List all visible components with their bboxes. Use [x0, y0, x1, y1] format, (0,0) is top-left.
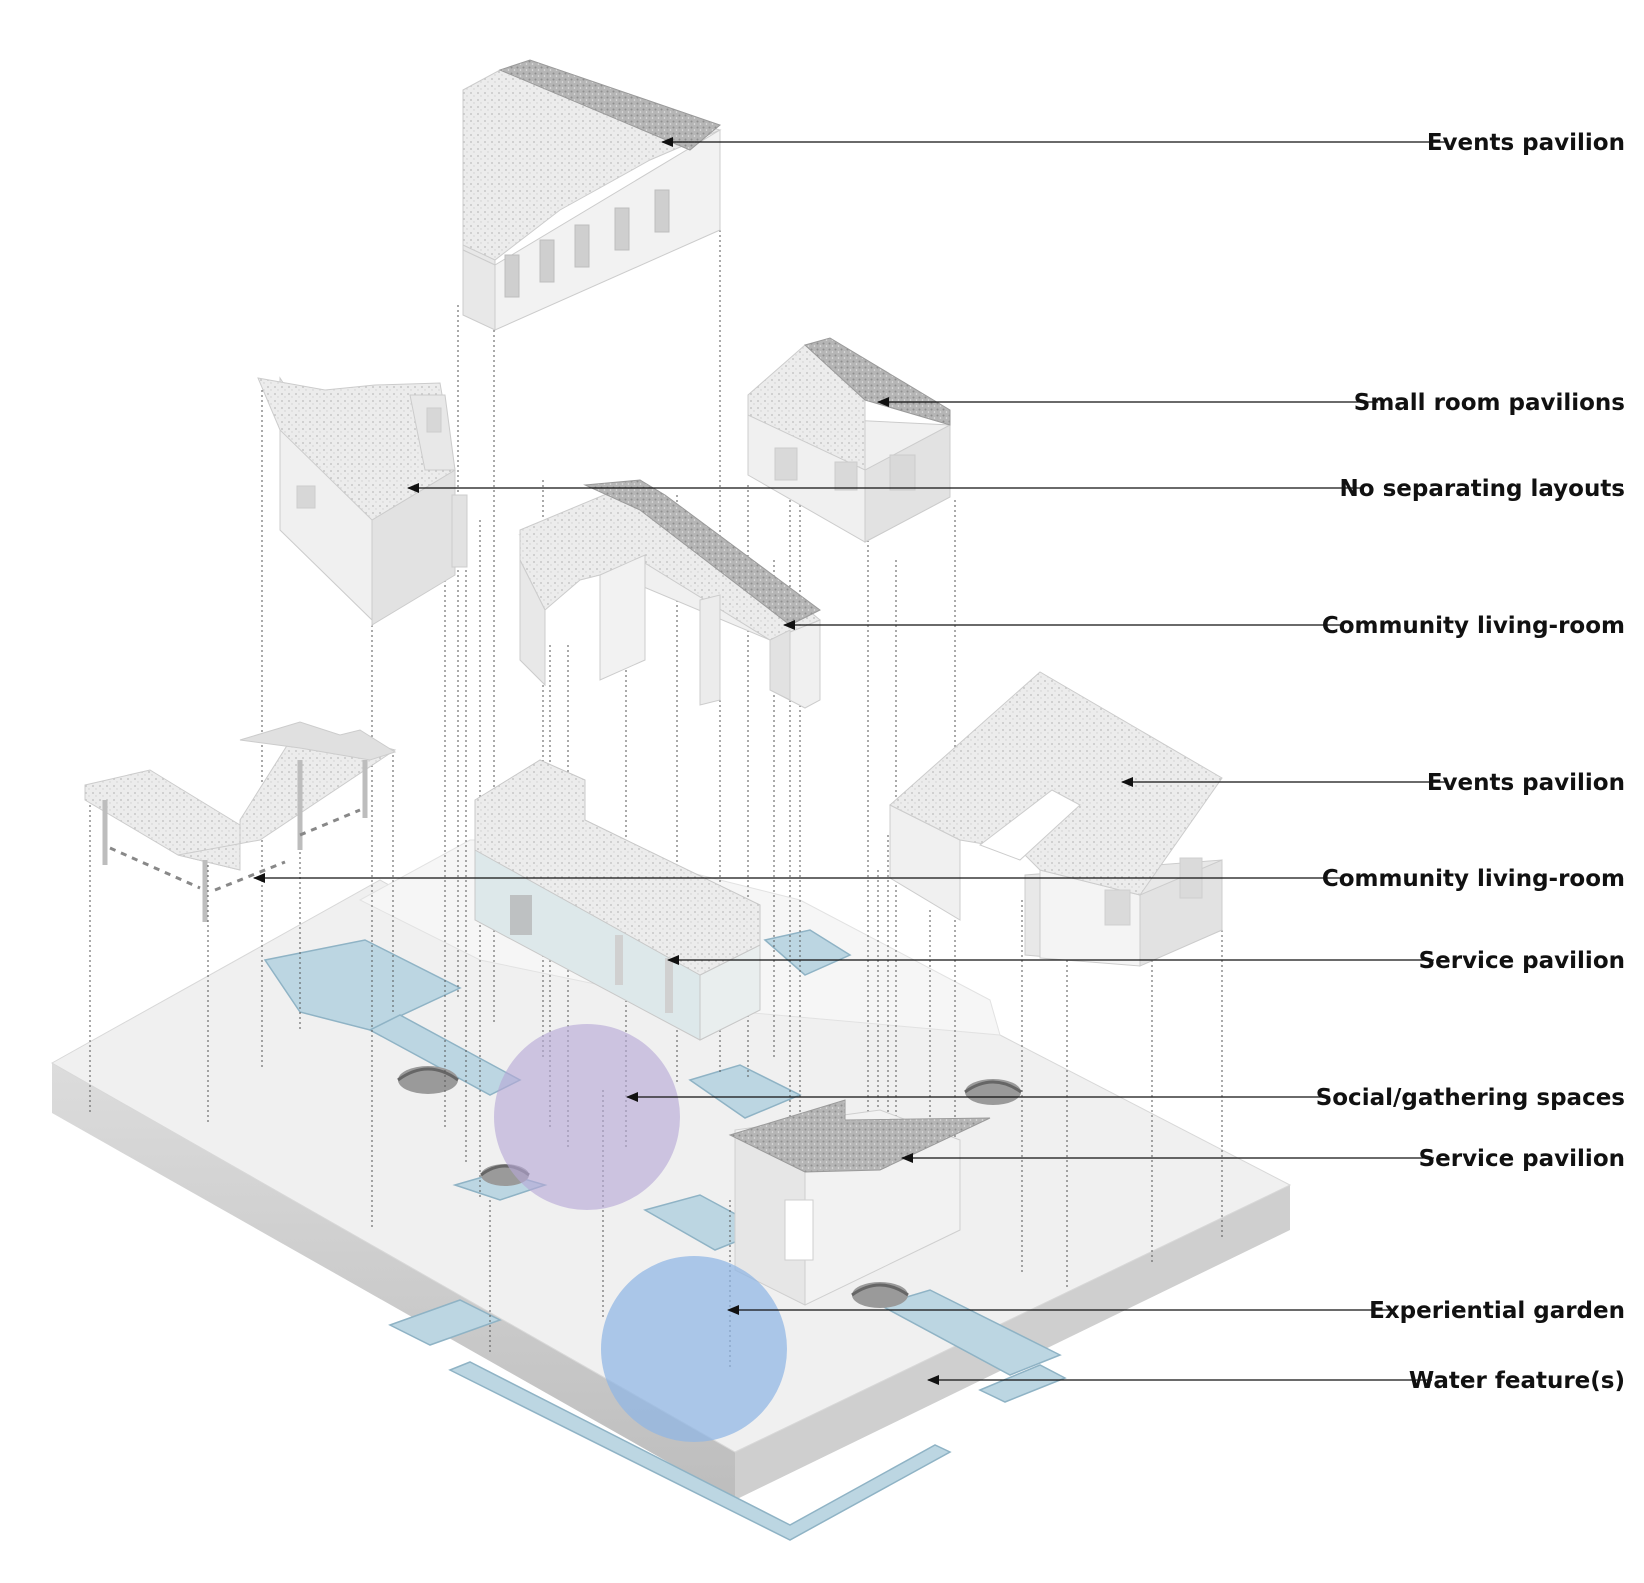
bridge-lower	[851, 1282, 909, 1308]
label-no-separating-layouts: No separating layouts	[1340, 476, 1625, 502]
labels: Events pavilion Small room pavilions No …	[1316, 130, 1625, 1394]
water-pool-right-top	[763, 929, 852, 976]
label-experiential-garden: Experiential garden	[1369, 1298, 1625, 1324]
water-channel-lower-right	[878, 1289, 1062, 1376]
label-small-room-pavilions: Small room pavilions	[1354, 390, 1625, 416]
experiential-garden-zone	[601, 1256, 787, 1442]
bridge-right	[964, 1079, 1022, 1105]
leader-lines	[253, 137, 1448, 1385]
events-pavilion-right-building	[889, 671, 1223, 967]
label-events-pavilion-top: Events pavilion	[1427, 130, 1625, 156]
label-service-pavilion-upper: Service pavilion	[1419, 948, 1625, 974]
bridge-left	[397, 1066, 459, 1094]
no-separating-layouts-building	[257, 376, 468, 626]
label-social-gathering-spaces: Social/gathering spaces	[1316, 1085, 1625, 1111]
water-channel-right	[978, 1364, 1067, 1403]
community-living-room-lower-building	[84, 721, 397, 922]
site-base-left-side	[52, 1063, 735, 1500]
water-pool-left	[263, 939, 462, 1031]
label-events-pavilion-right: Events pavilion	[1427, 770, 1625, 796]
water-channel-lower-left	[388, 1299, 502, 1346]
bridges	[397, 1066, 1022, 1308]
water-channel-front	[448, 1361, 952, 1541]
label-service-pavilion-lower: Service pavilion	[1419, 1146, 1625, 1172]
events-pavilion-top-building	[462, 59, 722, 331]
social-gathering-zone	[494, 1024, 680, 1210]
service-pavilion-upper-building	[474, 759, 761, 1041]
label-community-living-room-upper: Community living-room	[1322, 613, 1625, 639]
label-water-feature: Water feature(s)	[1409, 1368, 1625, 1394]
small-room-pavilions-building	[747, 337, 951, 543]
community-living-room-upper-building	[518, 479, 821, 709]
label-community-living-room-lower: Community living-room	[1322, 866, 1625, 892]
